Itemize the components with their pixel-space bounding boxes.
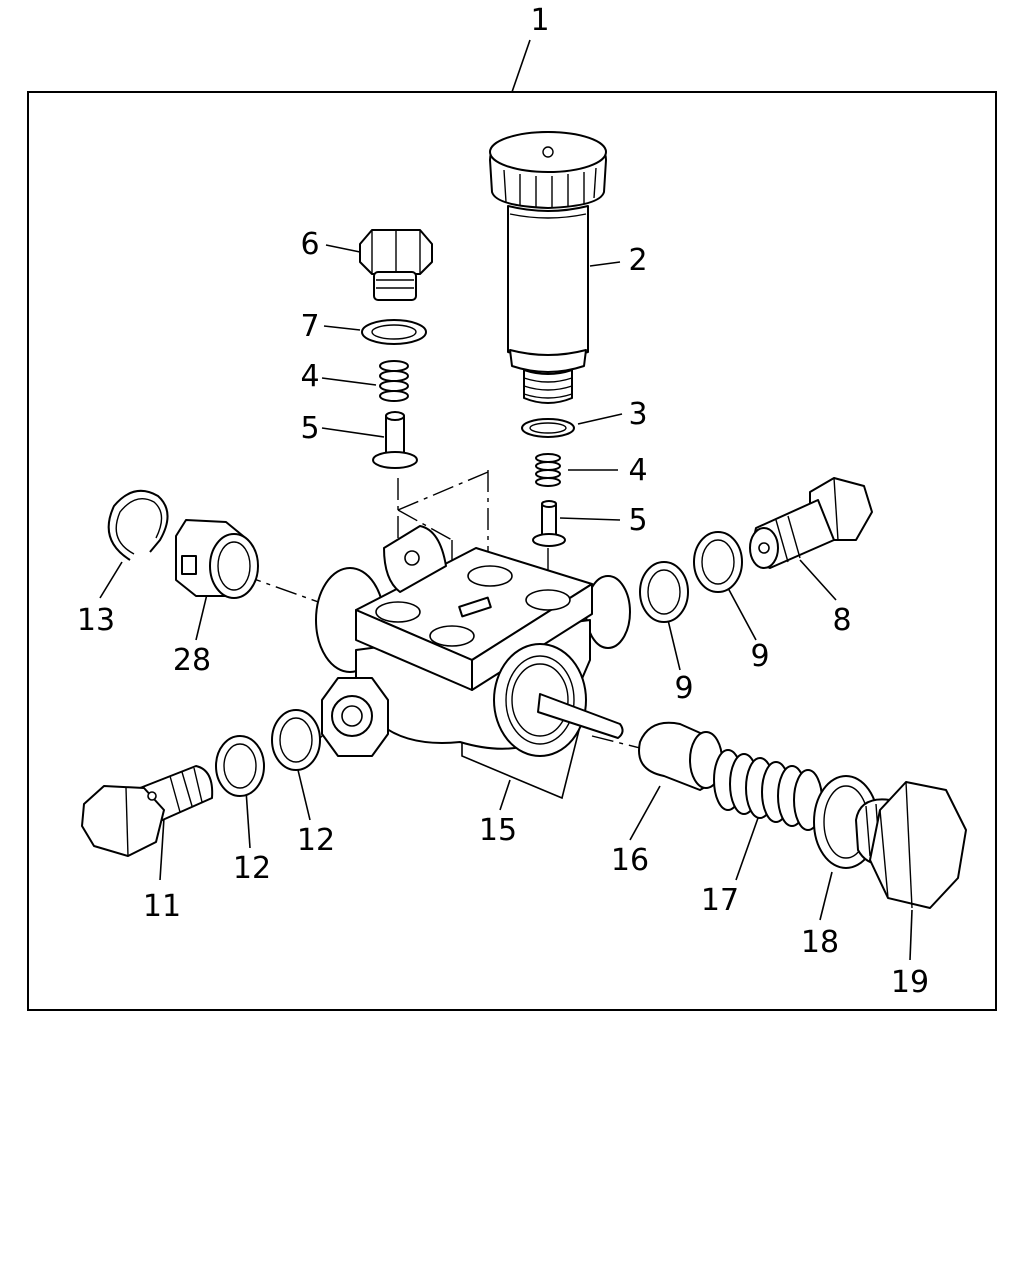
label-part-5-right: 5	[628, 503, 647, 538]
label-part-9-right: 9	[750, 639, 769, 674]
label-part-2: 2	[628, 243, 647, 278]
label-part-4-right: 4	[628, 453, 647, 488]
compression-spring	[713, 749, 823, 831]
label-part-1: 1	[530, 3, 549, 38]
label-part-17: 17	[701, 883, 739, 918]
banjo-bolt-left	[81, 765, 214, 857]
label-part-16: 16	[611, 843, 649, 878]
label-part-13: 13	[77, 603, 115, 638]
snap-ring	[107, 489, 169, 561]
sleeve	[638, 721, 723, 791]
valve-spring-left	[379, 360, 409, 402]
label-part-8: 8	[832, 603, 851, 638]
pump-housing	[315, 525, 631, 757]
label-part-9-left: 9	[674, 671, 693, 706]
label-part-4-left: 4	[300, 359, 319, 394]
label-part-15: 15	[479, 813, 517, 848]
banjo-bolt-right	[749, 477, 873, 569]
valve-spring-right	[535, 453, 561, 487]
callout-labels: 1 2 3 4 5 6 7 4 5 8 9 9 13 28 15 16 17 1…	[77, 3, 929, 1000]
coupling	[175, 519, 259, 599]
label-part-11: 11	[143, 889, 181, 924]
label-part-7: 7	[300, 309, 319, 344]
washer-9-outer	[693, 531, 743, 593]
label-part-19: 19	[891, 965, 929, 1000]
priming-pump	[489, 131, 607, 404]
o-ring	[521, 418, 575, 438]
label-part-3: 3	[628, 397, 647, 432]
check-valve-right	[532, 500, 566, 547]
label-part-12-right: 12	[297, 823, 335, 858]
leader-lines	[99, 39, 913, 961]
washer-12-inner	[271, 709, 321, 771]
label-part-5-left: 5	[300, 411, 319, 446]
label-part-6: 6	[300, 227, 319, 262]
gasket	[361, 319, 427, 345]
check-valve-left	[372, 411, 418, 469]
label-part-28: 28	[173, 643, 211, 678]
end-plug	[855, 781, 967, 909]
washer-12-outer	[215, 735, 265, 797]
hex-plug	[359, 229, 433, 301]
label-part-18: 18	[801, 925, 839, 960]
washer-9-inner	[639, 561, 689, 623]
label-part-12-left: 12	[233, 851, 271, 886]
